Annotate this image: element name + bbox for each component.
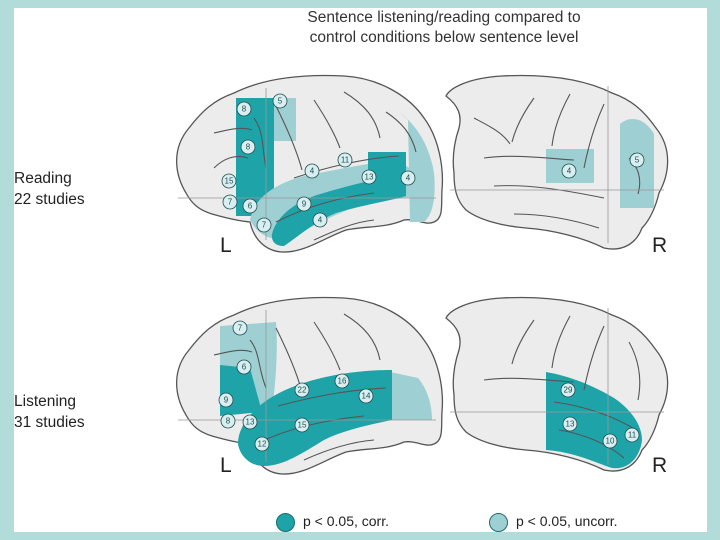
marker-text: 16	[338, 377, 347, 386]
listening-right-brain	[446, 298, 668, 471]
marker-text: 5	[278, 97, 283, 106]
reading-left-brain	[177, 76, 443, 253]
number-marker: 14	[359, 389, 373, 403]
corrected-swatch	[276, 513, 295, 532]
corrected-label: p < 0.05, corr.	[303, 513, 389, 529]
number-marker: 13	[362, 170, 376, 184]
marker-text: 7	[262, 221, 267, 230]
marker-text: 12	[258, 440, 267, 449]
reading-left-hemisphere-label: L	[220, 234, 232, 257]
legend-corrected: p < 0.05, corr.	[276, 511, 389, 532]
number-marker: 4	[562, 164, 576, 178]
marker-text: 4	[406, 174, 411, 183]
number-marker: 11	[625, 428, 639, 442]
marker-text: 11	[628, 431, 637, 440]
uncorrected-label: p < 0.05, uncorr.	[516, 513, 618, 529]
number-marker: 6	[243, 199, 257, 213]
marker-text: 22	[298, 386, 307, 395]
marker-text: 13	[246, 418, 255, 427]
marker-text: 29	[564, 386, 573, 395]
number-marker: 13	[243, 415, 257, 429]
number-marker: 29	[561, 383, 575, 397]
legend-uncorrected: p < 0.05, uncorr.	[489, 511, 618, 532]
uncorrected-swatch	[489, 513, 508, 532]
marker-text: 7	[228, 198, 233, 207]
brain-figure: L R L R 8 5 8 11 4 13 4 15 7 6 9 7 4 4 5…	[14, 8, 707, 532]
number-marker: 8	[237, 102, 251, 116]
number-marker: 13	[563, 417, 577, 431]
marker-text: 8	[246, 143, 251, 152]
number-marker: 4	[401, 171, 415, 185]
number-marker: 12	[255, 437, 269, 451]
number-marker: 16	[335, 374, 349, 388]
marker-text: 6	[248, 202, 253, 211]
marker-text: 7	[238, 324, 243, 333]
number-marker: 7	[233, 321, 247, 335]
marker-text: 15	[225, 177, 234, 186]
marker-text: 11	[341, 156, 350, 165]
marker-text: 9	[302, 200, 307, 209]
marker-text: 8	[242, 105, 247, 114]
marker-text: 4	[567, 167, 572, 176]
number-marker: 4	[305, 164, 319, 178]
reading-right-hemisphere-label: R	[652, 234, 667, 257]
marker-text: 5	[635, 156, 640, 165]
marker-text: 4	[318, 216, 323, 225]
number-marker: 15	[295, 418, 309, 432]
number-marker: 6	[237, 360, 251, 374]
marker-text: 14	[362, 392, 371, 401]
marker-text: 10	[606, 437, 615, 446]
marker-text: 4	[310, 167, 315, 176]
number-marker: 15	[222, 174, 236, 188]
number-marker: 5	[273, 94, 287, 108]
marker-text: 15	[298, 421, 307, 430]
number-marker: 9	[219, 393, 233, 407]
number-marker: 10	[603, 434, 617, 448]
number-marker: 5	[630, 153, 644, 167]
listening-left-brain	[177, 298, 443, 475]
number-marker: 7	[257, 218, 271, 232]
number-marker: 8	[241, 140, 255, 154]
number-marker: 7	[223, 195, 237, 209]
listening-right-hemisphere-label: R	[652, 454, 667, 477]
number-marker: 11	[338, 153, 352, 167]
marker-text: 13	[365, 173, 374, 182]
listening-left-hemisphere-label: L	[220, 454, 232, 477]
slide: Sentence listening/reading compared to c…	[14, 8, 707, 532]
marker-text: 8	[226, 417, 231, 426]
number-marker: 8	[221, 414, 235, 428]
marker-text: 9	[224, 396, 229, 405]
marker-text: 6	[242, 363, 247, 372]
number-marker: 22	[295, 383, 309, 397]
number-marker: 9	[297, 197, 311, 211]
marker-text: 13	[566, 420, 575, 429]
number-marker: 4	[313, 213, 327, 227]
